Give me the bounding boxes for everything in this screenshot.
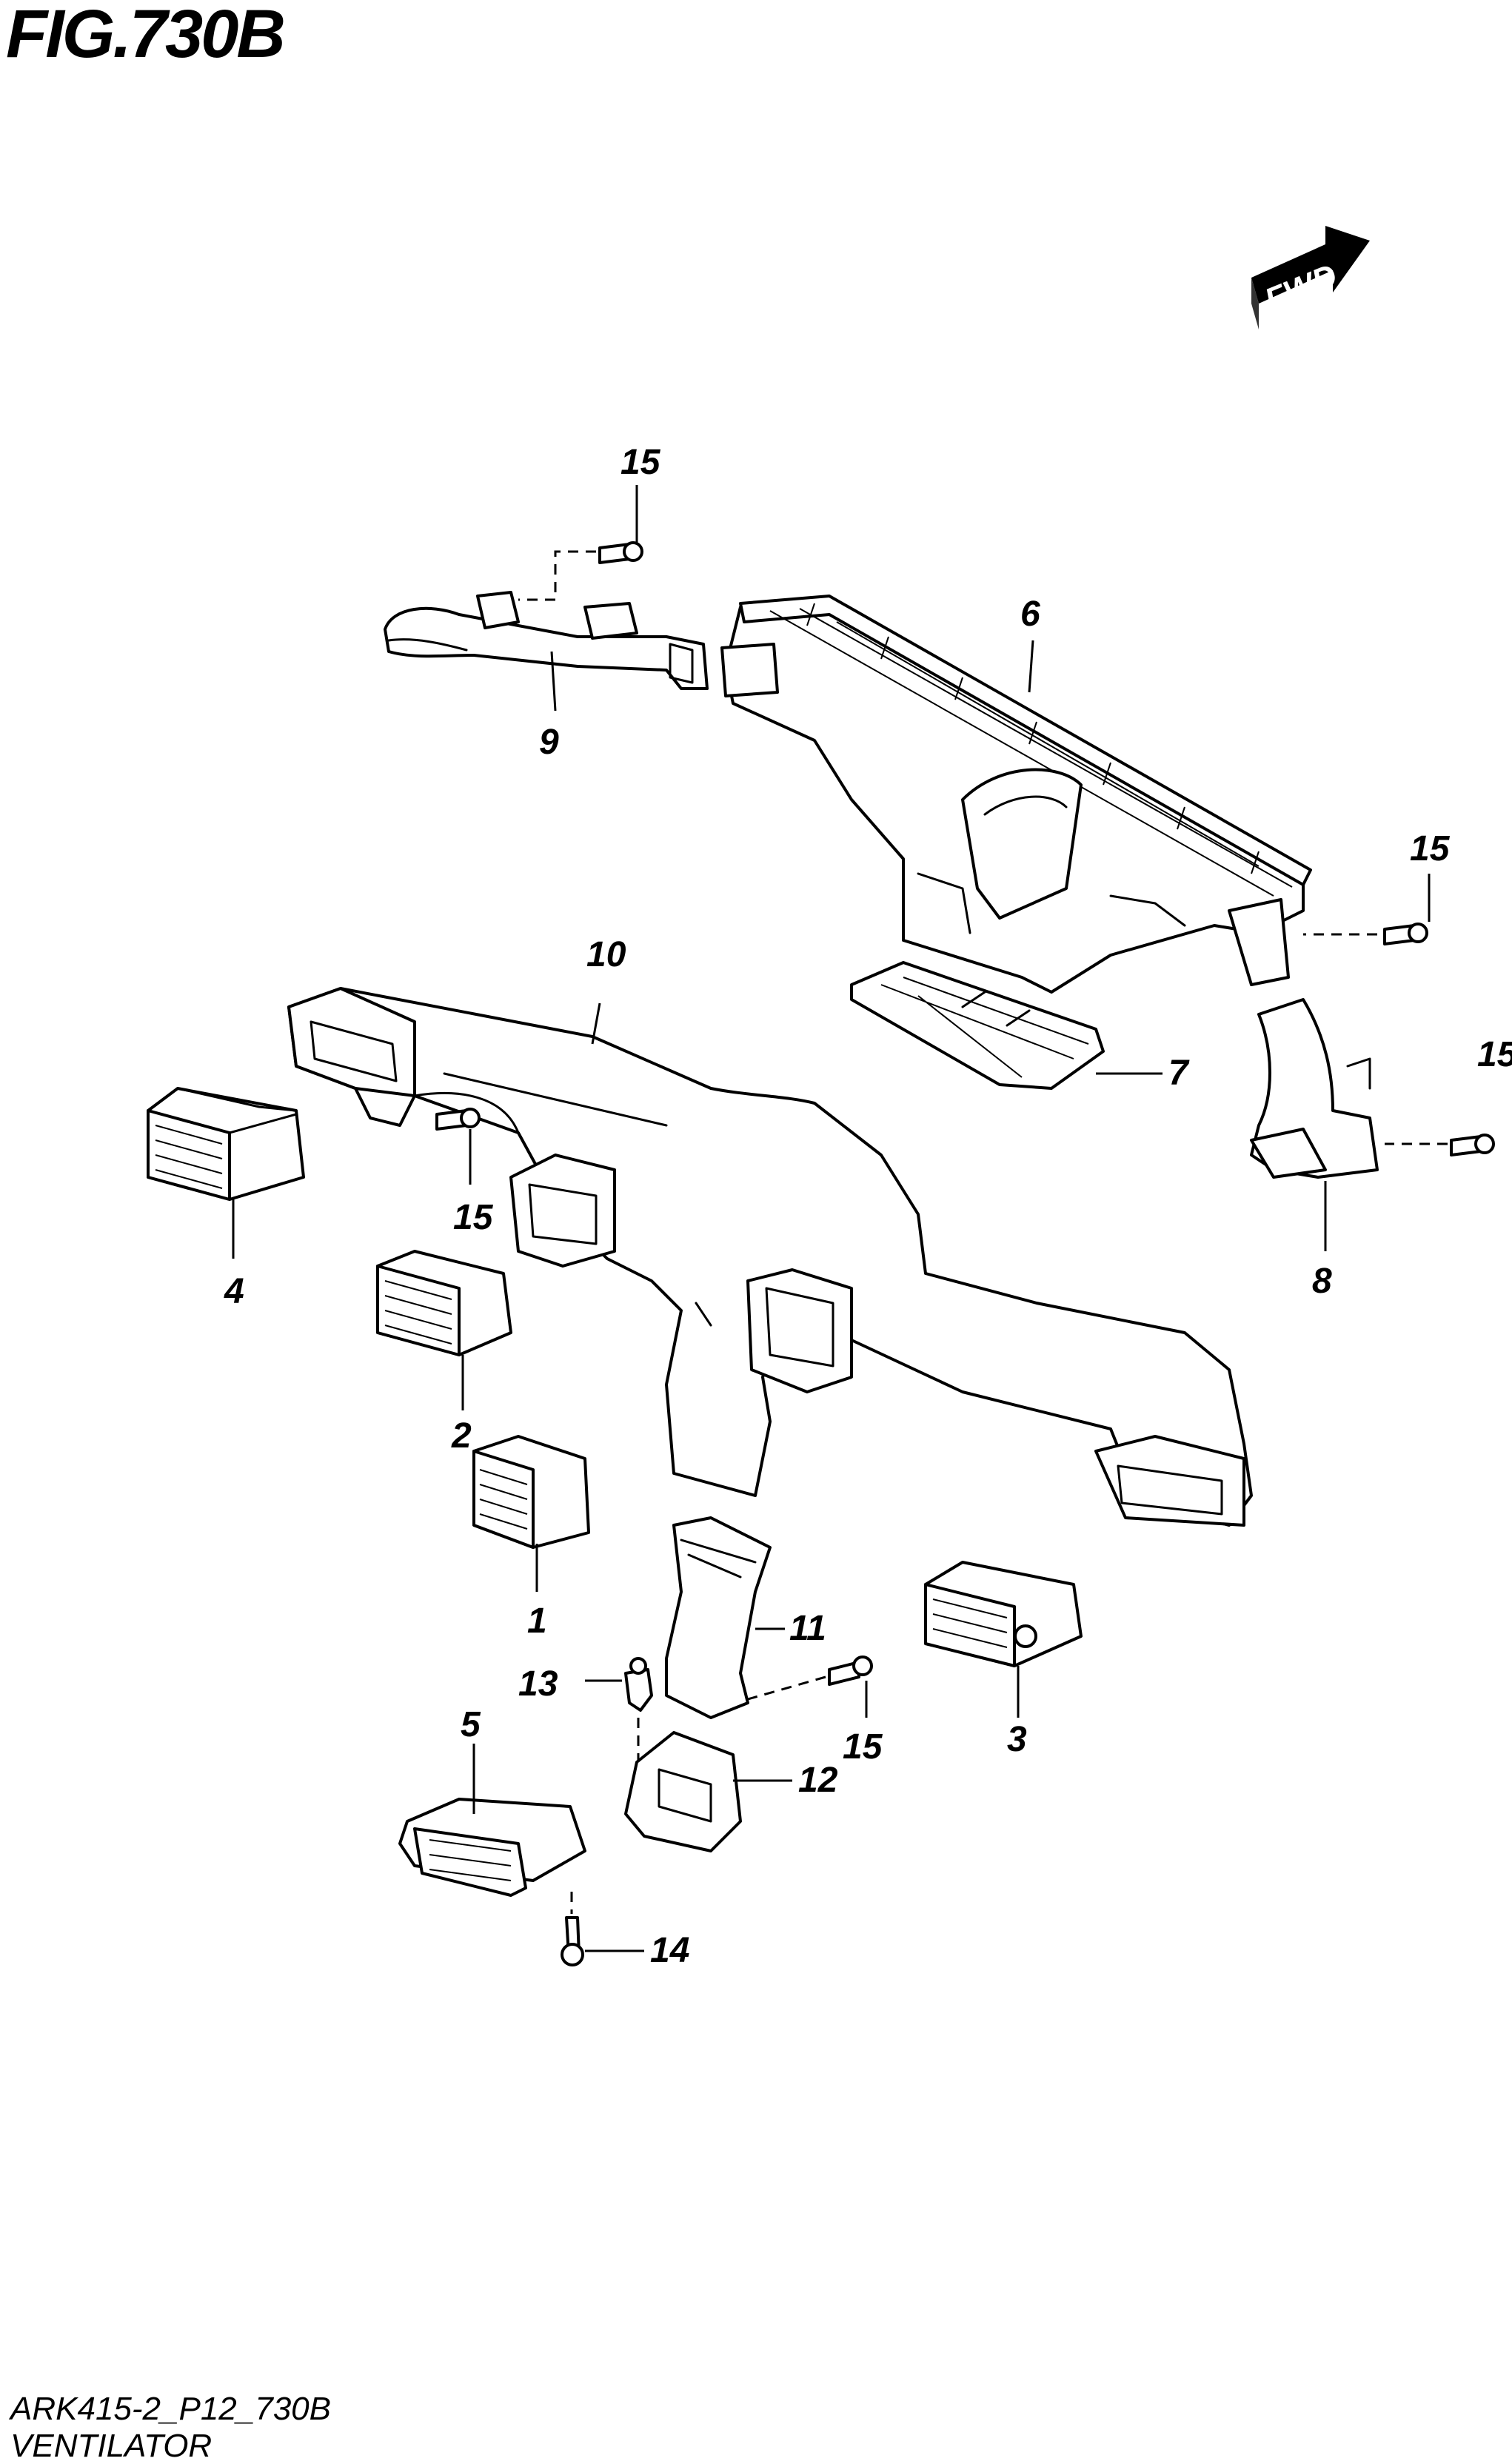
callout-1: 1 xyxy=(527,1601,547,1641)
callout-15-lower: 15 xyxy=(843,1727,883,1767)
fwd-arrow-icon: FWD xyxy=(1251,226,1370,329)
part-2-vent xyxy=(376,1250,512,1356)
screw-15-right-lower-icon xyxy=(1450,1134,1495,1156)
part-10-center-duct xyxy=(287,987,1253,1527)
callout-15-left: 15 xyxy=(453,1198,494,1237)
callout-12: 12 xyxy=(798,1761,838,1800)
screw-14-icon xyxy=(561,1916,584,1966)
screw-15-lower-icon xyxy=(828,1656,873,1686)
callout-11: 11 xyxy=(789,1609,826,1648)
part-5-lower-vent xyxy=(398,1798,586,1897)
callout-6: 6 xyxy=(1020,595,1040,634)
part-7-defroster-grille xyxy=(850,961,1105,1090)
callout-3: 3 xyxy=(1007,1720,1027,1759)
callout-13: 13 xyxy=(518,1664,558,1704)
screw-15-top-icon xyxy=(598,541,643,564)
callout-8: 8 xyxy=(1312,1262,1332,1301)
section-name: VENTILATOR xyxy=(10,2428,213,2464)
callout-labels: 15 9 6 15 10 7 15 15 4 8 2 1 11 13 15 3 … xyxy=(224,443,1512,1970)
callout-5: 5 xyxy=(461,1705,481,1744)
callout-9: 9 xyxy=(539,723,559,762)
callout-2: 2 xyxy=(451,1416,472,1456)
callout-10: 10 xyxy=(586,935,626,974)
leader-lines xyxy=(232,485,1448,1952)
callout-15-right-lower: 15 xyxy=(1477,1035,1512,1074)
screw-15-left-icon xyxy=(435,1108,481,1131)
callout-7: 7 xyxy=(1168,1054,1190,1093)
callout-14: 14 xyxy=(650,1931,689,1970)
part-4-left-vent xyxy=(147,1087,305,1201)
screw-15-right-upper-icon xyxy=(1383,923,1428,945)
part-9-side-duct xyxy=(384,591,709,690)
part-12-lower-housing xyxy=(624,1731,742,1852)
part-3-right-vent xyxy=(924,1561,1083,1667)
part-13-clip xyxy=(624,1657,653,1712)
part-11-lower-duct xyxy=(665,1516,772,1719)
figure-title: FIG.730B xyxy=(6,0,286,72)
part-8-right-duct xyxy=(1250,998,1379,1179)
part-6-defroster-duct xyxy=(720,595,1312,994)
part-1-center-vent xyxy=(472,1435,590,1549)
callout-15-top: 15 xyxy=(620,443,661,482)
callout-15-right-upper: 15 xyxy=(1410,829,1451,868)
callout-4: 4 xyxy=(224,1272,244,1311)
drawing-code: ARK415-2_P12_730B xyxy=(10,2391,331,2427)
